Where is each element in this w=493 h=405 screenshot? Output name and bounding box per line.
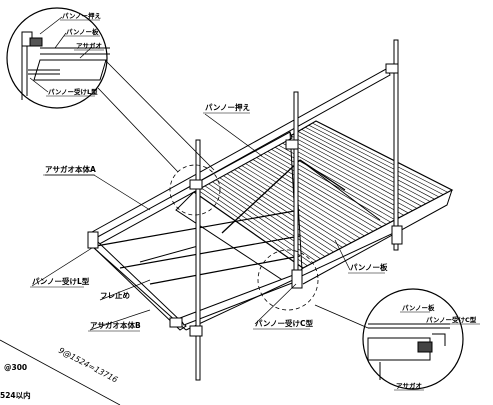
panel-rib: [290, 135, 422, 207]
panel-rib: [244, 162, 365, 237]
panel-rib: [262, 152, 387, 225]
panel-rib: [226, 172, 343, 248]
panel-rib: [251, 158, 374, 232]
panel-rib: [301, 129, 435, 200]
label-detail2-panno-uke-c: パンノー受けC型: [426, 315, 477, 324]
label-span: 9@1524=13716: [57, 346, 119, 385]
panel-rib: [233, 168, 352, 244]
panel-rib: [294, 133, 426, 205]
panel-rib: [283, 139, 413, 211]
panel-rib: [312, 122, 448, 193]
panel-rib: [211, 181, 326, 257]
leader-lines: [29, 16, 351, 331]
panel-rib: [197, 189, 308, 266]
panel-rib: [308, 124, 444, 195]
label-detail2-panno-ita: パンノー板: [402, 303, 435, 312]
panel-rib: [201, 187, 312, 264]
panel-rib: [279, 141, 409, 214]
dimension-lines: [0, 339, 121, 405]
panel-rib: [297, 131, 431, 202]
label-limit: 524以内: [0, 390, 31, 400]
label-detail1-asagao: アサガオ: [76, 41, 102, 50]
detail-circle-1: [6, 7, 110, 109]
scaffold-frame: [87, 39, 403, 381]
label-pitch: @300: [4, 363, 27, 372]
panel-rib: [254, 156, 378, 230]
panel-rib: [215, 179, 330, 255]
callout-circles: [169, 164, 319, 311]
label-detail1-panno-osae: パンノー押え: [62, 11, 102, 20]
panel-boards: [175, 120, 454, 285]
label-asagao-hontai-b: アサガオ本体B: [90, 320, 141, 330]
label-detail2-asagao: アサガオ: [396, 381, 422, 390]
label-panno-osae: パンノー押え: [205, 102, 250, 112]
panel-rib: [258, 154, 383, 227]
panel-rib: [265, 149, 391, 223]
panel-rib: [208, 183, 321, 260]
panel-rib: [305, 126, 439, 198]
panel-rib: [229, 170, 347, 246]
detail-circle-2: [362, 288, 464, 390]
label-panno-uke-l: パンノー受けL型: [32, 276, 90, 286]
label-detail1-panno-ita: パンノー板: [66, 27, 99, 36]
panel-rib: [240, 164, 361, 239]
label-panno-ita: パンノー板: [350, 262, 388, 272]
label-panno-uke-c: パンノー受けC型: [255, 318, 314, 328]
label-detail1-panno-uke-l: パンノー受けL型: [48, 87, 98, 96]
label-fure-dome: フレ止め: [100, 290, 130, 300]
panel-rib: [222, 175, 339, 250]
panel-rib: [247, 160, 369, 234]
label-asagao-hontai-a: アサガオ本体A: [45, 164, 96, 174]
